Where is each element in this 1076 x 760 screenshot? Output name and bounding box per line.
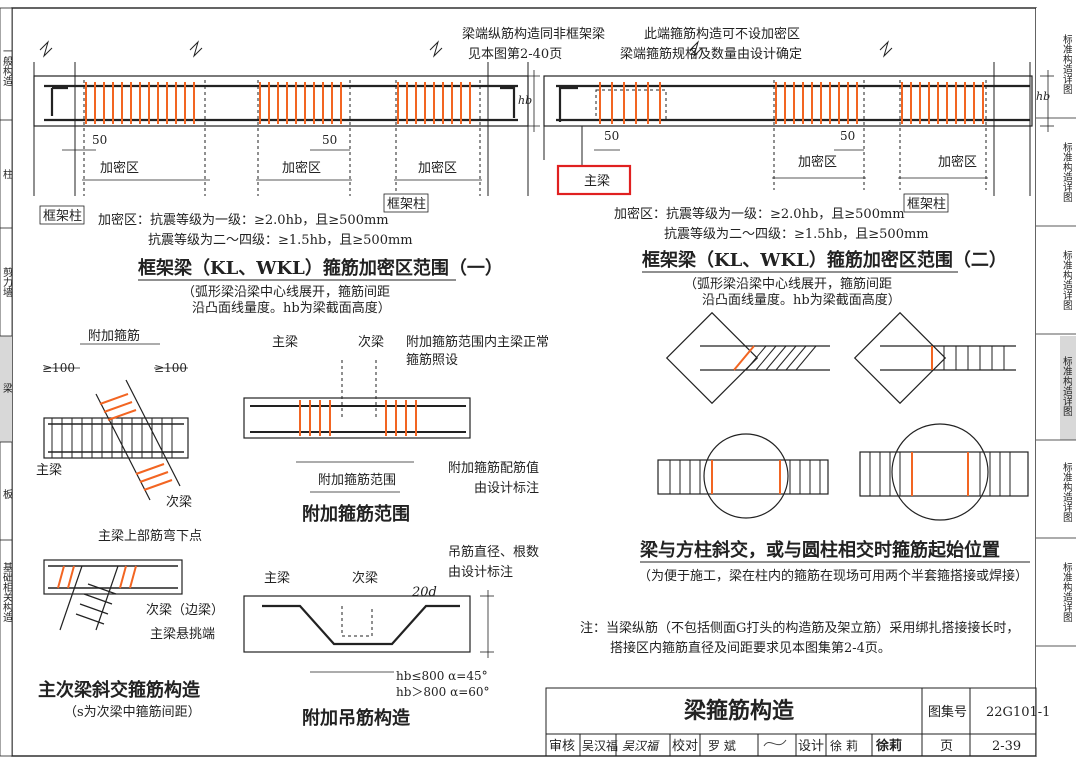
d3-main-label: 主梁 xyxy=(272,335,298,350)
diagram-3-extra-range xyxy=(243,360,471,493)
reviewer: 吴汉福 xyxy=(582,738,618,753)
d1-note-line2: 沿凸面线量度。hb为梁截面高度） xyxy=(192,300,391,316)
atlas-no: 22G101-1 xyxy=(986,705,1050,720)
d6-20d: 20d xyxy=(411,585,437,600)
d3-range: 附加箍筋范围 xyxy=(318,472,396,488)
right-tabs-4[interactable]: 标准构造详图 xyxy=(1060,462,1072,522)
left-tabs-5[interactable]: 基础相关构造 xyxy=(0,562,12,622)
note-line1: 注：当梁纵筋（不包括侧面G打头的构造筋及架立筋）采用绑扎搭接接长时， xyxy=(580,620,1019,636)
d3-annot: 附加箍筋范围内主梁正常 xyxy=(406,334,549,350)
d1-dense-label-1: 加密区 xyxy=(100,160,139,176)
d1-dim-50-a: 50 xyxy=(92,133,107,147)
right-tab-active xyxy=(1060,336,1076,440)
d1-column-label-right: 框架柱 xyxy=(387,197,426,212)
d2-req-line2: 抗震等级为二～四级：≥1.5hb，且≥500mm xyxy=(664,226,929,242)
d3-secondary-label: 次梁 xyxy=(358,334,384,350)
diagram-6-hanger xyxy=(243,590,494,673)
d4-extra-label: 附加箍筋 xyxy=(88,328,140,344)
d7-subtitle: （为便于施工，梁在柱内的箍筋在现场可用两个半套箍搭接或焊接） xyxy=(638,568,1028,584)
left-tabs-1[interactable]: 柱 xyxy=(0,169,12,179)
d2-dense-label-2: 加密区 xyxy=(938,154,977,170)
right-tabs-3[interactable]: 标准构造详图 xyxy=(1060,356,1072,416)
d4-secondary-label: 次梁 xyxy=(166,494,192,510)
d6-cond1: hb≤800 α=45° xyxy=(396,669,488,683)
d2-dim-50-a: 50 xyxy=(604,129,619,143)
d1-annot-top: 梁端纵筋构造同非框架梁 xyxy=(462,26,605,42)
review-label: 审核 xyxy=(549,739,575,754)
highlight-box-main-beam xyxy=(556,164,632,196)
d6-cond2: hb＞800 α=60° xyxy=(396,685,490,699)
drawing-title: 梁箍筋构造 xyxy=(683,698,794,724)
d1-note-line1: （弧形梁沿梁中心线展开，箍筋间距 xyxy=(182,284,390,300)
design-label: 设计 xyxy=(798,739,824,754)
designer-signature: 徐莉 xyxy=(875,738,902,754)
d2-dense-label-1: 加密区 xyxy=(798,154,837,170)
right-tabs-5[interactable]: 标准构造详图 xyxy=(1060,562,1072,622)
d3-title: 附加箍筋范围 xyxy=(302,503,410,525)
d6-annot: 吊筋直径、根数 xyxy=(448,544,539,560)
d2-annot-top2: 梁端箍筋规格及数量由设计确定 xyxy=(620,46,802,62)
title-block xyxy=(545,687,1037,757)
d1-dense-label-3: 加密区 xyxy=(418,160,457,176)
d2-annot-top: 此端箍筋构造可不设加密区 xyxy=(644,26,800,42)
d6-secondary-label: 次梁 xyxy=(352,570,378,586)
diagram-4-extra-stirrups xyxy=(43,343,189,501)
d1-dim-50-b: 50 xyxy=(322,133,337,147)
checker-signature xyxy=(763,739,787,747)
d5-subtitle: （s为次梁中箍筋间距） xyxy=(64,704,201,720)
d2-column-label: 框架柱 xyxy=(907,197,946,212)
d1-req-line1: 加密区：抗震等级为一级：≥2.0hb，且≥500mm xyxy=(98,212,389,228)
d1-title: 框架梁（KL、WKL）箍筋加密区范围（一） xyxy=(138,257,503,279)
d5-bend-point: 主梁上部筋弯下点 xyxy=(98,528,202,544)
d4-gt100-left: ≥100 xyxy=(42,361,75,375)
d2-note-line1: （弧形梁沿梁中心线展开，箍筋间距 xyxy=(684,276,892,292)
atlas-label: 图集号 xyxy=(928,704,967,720)
left-tabs-2[interactable]: 剪力墙 xyxy=(0,267,12,297)
left-tabs-3[interactable]: 梁 xyxy=(0,383,12,393)
right-tabs-2[interactable]: 标准构造详图 xyxy=(1060,250,1072,310)
reviewer-signature: 吴汉福 xyxy=(622,739,660,753)
d6-annot2: 由设计标注 xyxy=(448,565,513,580)
diagram-1-frame-beam xyxy=(33,40,540,196)
check-label: 校对 xyxy=(672,738,698,754)
d2-dim-50-b: 50 xyxy=(840,129,855,143)
d6-main-label: 主梁 xyxy=(264,571,290,586)
d1-hb: hb xyxy=(518,94,532,107)
right-tabs-0[interactable]: 标准构造详图 xyxy=(1060,34,1072,94)
checker: 罗 斌 xyxy=(708,739,736,753)
diagram-5-skew xyxy=(43,559,183,631)
d2-hb: hb xyxy=(1036,90,1050,103)
d1-column-label-left: 框架柱 xyxy=(43,209,82,224)
d1-req-line2: 抗震等级为二～四级：≥1.5hb，且≥500mm xyxy=(148,232,413,248)
d4-main-label: 主梁 xyxy=(36,463,62,478)
d2-title: 框架梁（KL、WKL）箍筋加密区范围（二） xyxy=(642,249,1007,271)
d2-req-line1: 加密区：抗震等级为一级：≥2.0hb，且≥500mm xyxy=(614,206,905,222)
d4-gt100-right: ≥100 xyxy=(154,361,187,375)
d5-title: 主次梁斜交箍筋构造 xyxy=(38,679,200,701)
diagram-7-column xyxy=(657,311,1029,521)
d2-note-line2: 沿凸面线量度。hb为梁截面高度） xyxy=(702,292,901,308)
d6-title: 附加吊筋构造 xyxy=(302,707,410,729)
d2-main-beam-label: 主梁 xyxy=(584,174,610,189)
page-no: 2-39 xyxy=(992,739,1021,754)
diagram-2-frame-beam xyxy=(543,40,1054,196)
note-line2: 搭接区内箍筋直径及间距要求见本图集第2-4页。 xyxy=(610,640,891,656)
left-tabs-0[interactable]: 一般构造 xyxy=(0,46,12,86)
d1-dense-label-2: 加密区 xyxy=(282,160,321,176)
d5-secondary-edge: 次梁（边梁） xyxy=(146,602,224,618)
page-label: 页 xyxy=(940,739,953,754)
d7-title: 梁与方柱斜交，或与圆柱相交时箍筋起始位置 xyxy=(639,539,1000,561)
d3-annot2: 箍筋照设 xyxy=(406,352,458,368)
d3-value-note2: 由设计标注 xyxy=(474,481,539,496)
right-tabs-1[interactable]: 标准构造详图 xyxy=(1060,142,1072,202)
d5-cantilever: 主梁悬挑端 xyxy=(150,627,215,642)
d1-annot-top2: 见本图第2-40页 xyxy=(468,47,562,62)
left-tab-active xyxy=(0,336,12,442)
d3-value-note: 附加箍筋配筋值 xyxy=(448,460,539,476)
designer: 徐 莉 xyxy=(830,738,858,753)
left-tabs-4[interactable]: 板 xyxy=(0,489,12,499)
